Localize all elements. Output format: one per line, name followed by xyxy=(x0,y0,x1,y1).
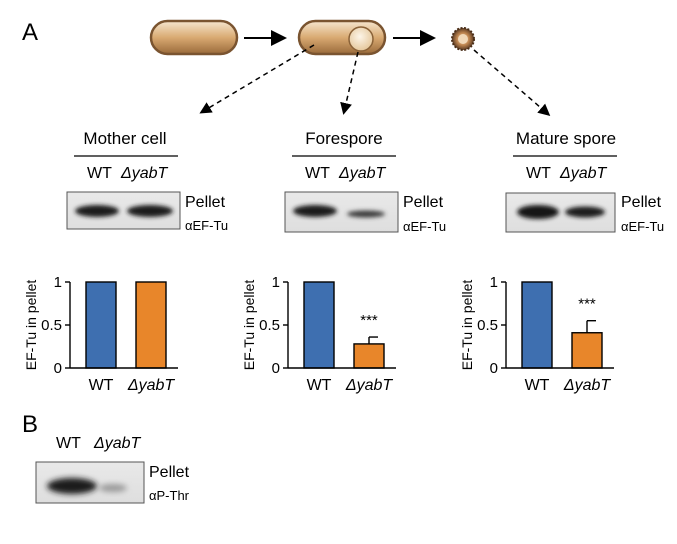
wt-lane-label: WT xyxy=(305,165,330,182)
bar xyxy=(303,281,335,369)
category-label: ΔyabT xyxy=(345,377,394,394)
y-axis-label: EF-Tu in pellet xyxy=(241,280,257,371)
antibody-label: αEF-Tu xyxy=(403,219,446,234)
significance-label: *** xyxy=(360,312,378,329)
column-title: Mother cell xyxy=(83,129,166,148)
bar xyxy=(135,281,167,369)
y-tick-label: 0.5 xyxy=(259,317,280,334)
panel-a-label: A xyxy=(22,19,38,46)
column-title: Mature spore xyxy=(516,129,616,148)
y-tick-label: 0 xyxy=(490,360,498,377)
blot-band xyxy=(127,205,173,217)
mutant-lane-label: ΔyabT xyxy=(93,435,142,452)
category-label: WT xyxy=(89,377,114,394)
column-mother-cell: Mother cell WT ΔyabT Pellet αEF-Tu xyxy=(66,129,228,233)
mutant-lane-label: ΔyabT xyxy=(559,165,608,182)
mutant-lane-label: ΔyabT xyxy=(338,165,387,182)
panel-b-label: B xyxy=(22,411,38,438)
wt-lane-label: WT xyxy=(56,435,81,452)
y-tick-label: 1 xyxy=(54,274,62,291)
sporulation-diagram xyxy=(149,19,551,116)
dashed-arrow-icon xyxy=(199,44,315,114)
wt-lane-label: WT xyxy=(526,165,551,182)
blot-label: Pellet xyxy=(185,194,226,211)
blot-band xyxy=(293,205,337,217)
category-label: ΔyabT xyxy=(127,377,176,394)
blot-band xyxy=(47,478,97,494)
column-title: Forespore xyxy=(305,129,382,148)
blot-band xyxy=(347,210,385,218)
bar xyxy=(571,332,603,369)
bar xyxy=(85,281,117,369)
panel-b: B WT ΔyabT Pellet αP-Thr xyxy=(22,411,190,504)
bar-chart-mother-cell: WT ΔyabT 0 0.5 1 EF-Tu in pellet xyxy=(23,274,178,394)
blot-band xyxy=(99,484,127,492)
y-tick-label: 0 xyxy=(54,360,62,377)
column-mature-spore: Mature spore WT ΔyabT Pellet αEF-Tu xyxy=(505,129,664,234)
mutant-lane-label: ΔyabT xyxy=(120,165,169,182)
y-tick-label: 0.5 xyxy=(477,317,498,334)
blot-band xyxy=(75,205,119,217)
forespore-icon xyxy=(348,26,374,52)
category-label: WT xyxy=(525,377,550,394)
antibody-label: αEF-Tu xyxy=(185,218,228,233)
bar-chart-forespore: WT ΔyabT 0 0.5 1 EF-Tu in pellet *** xyxy=(241,274,396,394)
spore-core xyxy=(458,34,468,44)
y-tick-label: 0 xyxy=(272,360,280,377)
y-tick-label: 1 xyxy=(272,274,280,291)
blot-band xyxy=(517,205,559,219)
dashed-arrow-icon xyxy=(473,49,551,116)
column-forespore: Forespore WT ΔyabT Pellet αEF-Tu xyxy=(284,129,446,234)
blot-label: Pellet xyxy=(403,194,444,211)
antibody-label: αEF-Tu xyxy=(621,219,664,234)
bar xyxy=(521,281,553,369)
y-tick-label: 1 xyxy=(490,274,498,291)
significance-label: *** xyxy=(578,296,596,313)
vegetative-cell-icon xyxy=(149,19,239,56)
blot-label: Pellet xyxy=(149,464,190,481)
antibody-label: αP-Thr xyxy=(149,488,190,503)
blot-label: Pellet xyxy=(621,194,662,211)
wt-lane-label: WT xyxy=(87,165,112,182)
y-axis-label: EF-Tu in pellet xyxy=(459,280,475,371)
bar-chart-mature-spore: WT ΔyabT 0 0.5 1 EF-Tu in pellet *** xyxy=(459,274,614,394)
y-axis-label: EF-Tu in pellet xyxy=(23,280,39,371)
y-tick-label: 0.5 xyxy=(41,317,62,334)
bar xyxy=(353,343,385,369)
category-label: WT xyxy=(307,377,332,394)
dashed-arrow-icon xyxy=(340,51,359,115)
category-label: ΔyabT xyxy=(563,377,612,394)
blot-band xyxy=(565,206,605,218)
